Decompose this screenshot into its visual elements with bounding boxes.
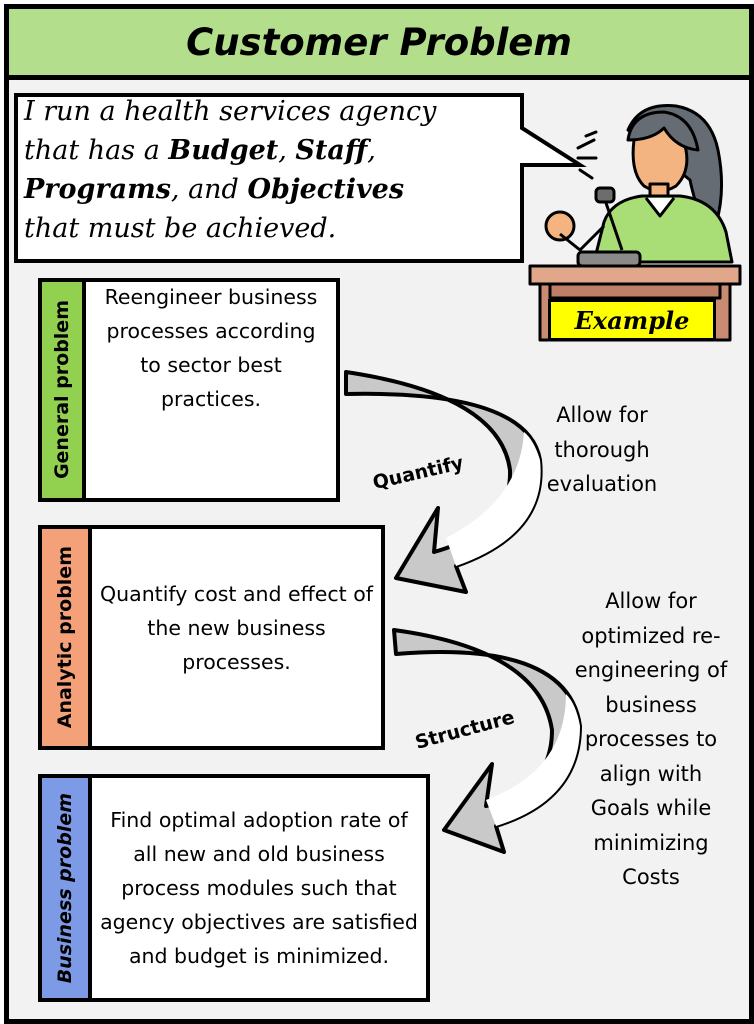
bubble-line-3: Programs, and Objectives xyxy=(24,174,405,205)
business-problem-box: Find optimal adoption rate of all new an… xyxy=(88,774,430,1002)
general-problem-text: Reengineer business processes according … xyxy=(104,285,318,411)
speech-bubble-text: I run a health services agency that has … xyxy=(18,90,504,250)
speech-bubble xyxy=(14,93,587,263)
general-problem-box: Reengineer business processes according … xyxy=(82,278,340,502)
business-problem-text: Find optimal adoption rate of all new an… xyxy=(100,808,418,968)
general-problem-tab: General problem xyxy=(38,278,86,502)
title-bar: Customer Problem xyxy=(9,9,749,80)
bubble-line-1: I run a health services agency xyxy=(24,96,437,127)
page-title: Customer Problem xyxy=(186,20,572,64)
quantify-note: Allow for thorough evaluation xyxy=(546,403,658,496)
analytic-problem-box: Quantify cost and effect of the new busi… xyxy=(88,525,385,750)
quantify-arrow xyxy=(344,370,543,594)
structure-arrow xyxy=(392,628,582,854)
analytic-problem-tab: Analytic problem xyxy=(38,525,92,750)
bubble-line-2: that has a Budget, Staff, xyxy=(24,135,376,166)
structure-note: Allow for optimized re-engineering of bu… xyxy=(574,589,728,889)
example-badge: Example xyxy=(548,299,716,341)
analytic-problem-text: Quantify cost and effect of the new busi… xyxy=(100,581,373,674)
bubble-line-4: that must be achieved. xyxy=(24,213,337,244)
sound-lines-icon xyxy=(576,130,598,180)
